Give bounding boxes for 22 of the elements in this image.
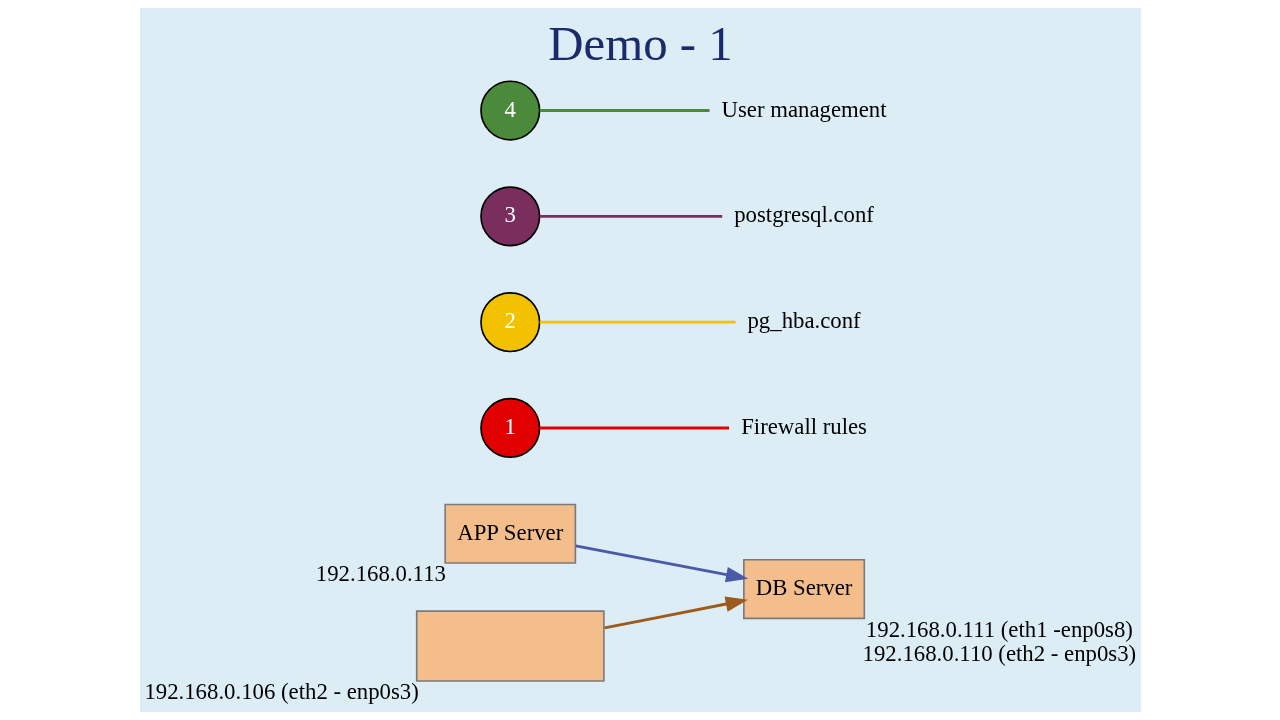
diagram-title: Demo - 1 — [547, 16, 733, 72]
node-text: pg_hba.conf — [746, 308, 861, 334]
node-box: APP Server — [443, 503, 576, 564]
node-circle: 1 — [479, 397, 540, 459]
connector — [539, 320, 736, 324]
node-text: User management — [721, 96, 887, 122]
node-circle: 4 — [479, 80, 540, 141]
node-box — [415, 610, 605, 682]
node-label: 192.168.0.106 (eth2 - enp0s3) — [143, 679, 419, 705]
arrow — [574, 544, 748, 583]
node-circle: 2 — [479, 292, 540, 353]
connector — [539, 426, 729, 430]
arrow — [603, 596, 748, 630]
connector — [539, 109, 710, 113]
connector — [539, 214, 722, 218]
node-label: 192.168.0.113 — [315, 561, 446, 587]
node-label: 192.168.0.111 (eth1 -enp0s8) — [865, 616, 1133, 642]
node-text: postgresql.conf — [733, 202, 874, 228]
node-box: DB Server — [742, 558, 865, 620]
node-text: Firewall rules — [740, 413, 867, 439]
node-circle: 3 — [479, 186, 540, 247]
node-label: 192.168.0.110 (eth2 - enp0s3) — [862, 641, 1136, 667]
